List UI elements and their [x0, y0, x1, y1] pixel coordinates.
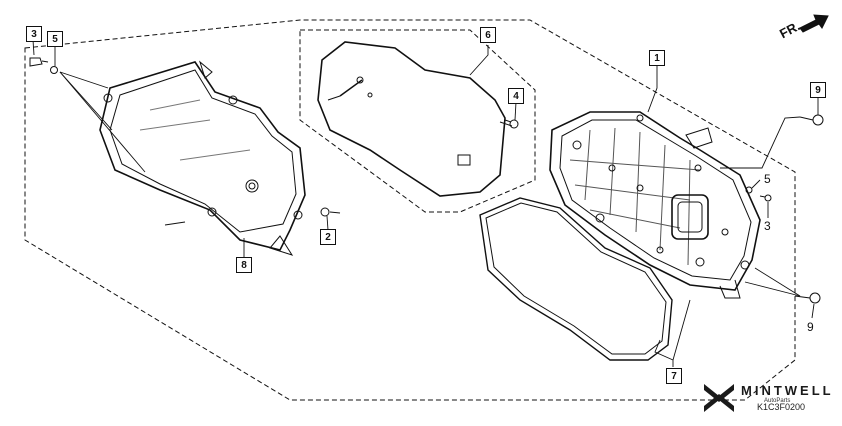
part6-boundary [299, 29, 536, 213]
callout-part-6: 6 [480, 27, 496, 43]
meter-panel-part-6 [317, 41, 513, 197]
brand-tagline: AutoParts [764, 398, 791, 404]
seal-part-7 [479, 197, 673, 361]
callout-part-2: 2 [320, 229, 336, 245]
callout-part-5-right: 5 [764, 172, 771, 186]
front-direction-arrow [799, 14, 829, 33]
callout-part-5: 5 [47, 31, 63, 47]
screw-9-lower [794, 292, 821, 304]
washer-5-left [50, 66, 58, 74]
leader-lines [32, 39, 819, 367]
callout-part-7: 7 [666, 368, 682, 384]
meter-case-part-1 [549, 111, 761, 299]
callout-part-3: 3 [26, 26, 42, 42]
callout-part-9: 9 [810, 82, 826, 98]
screw-2 [320, 207, 341, 217]
washer-5-right [745, 186, 753, 194]
drawing-code: K1C3F0200 [757, 402, 806, 412]
screw-3-right [759, 194, 772, 202]
mintwell-logo-icon [704, 384, 734, 412]
screw-4 [504, 119, 519, 129]
callout-part-3-right: 3 [764, 219, 771, 233]
screw-9-upper [799, 114, 824, 126]
brand-name: MINTWELL [741, 383, 834, 398]
meter-lens-part-8 [99, 60, 306, 256]
callout-part-1: 1 [649, 50, 665, 66]
callout-part-4: 4 [508, 88, 524, 104]
screw-3-left [29, 57, 49, 67]
assembly-boundary [24, 19, 796, 401]
callout-part-9-lower: 9 [807, 320, 814, 334]
callout-part-8: 8 [236, 257, 252, 273]
